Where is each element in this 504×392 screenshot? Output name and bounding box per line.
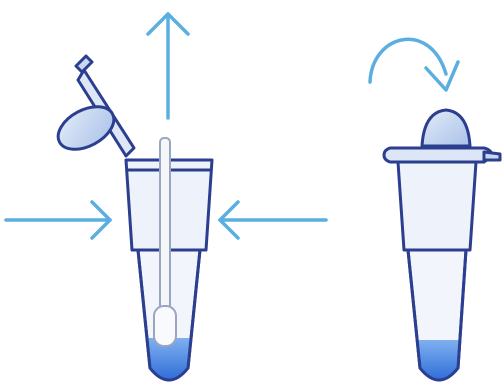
arrow-left-icon: [218, 200, 328, 240]
buffer-liquid: [146, 338, 192, 380]
tube-upper-body: [396, 160, 478, 252]
closed-cap-rim: [382, 146, 502, 164]
right-tube-assembly: [368, 37, 502, 382]
swab: [153, 137, 177, 347]
tube-lower-body: [406, 248, 468, 382]
curved-arrow-icon: [368, 37, 460, 92]
left-tube-assembly: [4, 12, 328, 382]
closed-cap-dome: [420, 108, 472, 148]
buffer-liquid: [416, 340, 460, 380]
arrow-up-icon: [146, 12, 190, 120]
open-cap: [56, 54, 136, 158]
arrow-right-icon: [4, 200, 112, 240]
